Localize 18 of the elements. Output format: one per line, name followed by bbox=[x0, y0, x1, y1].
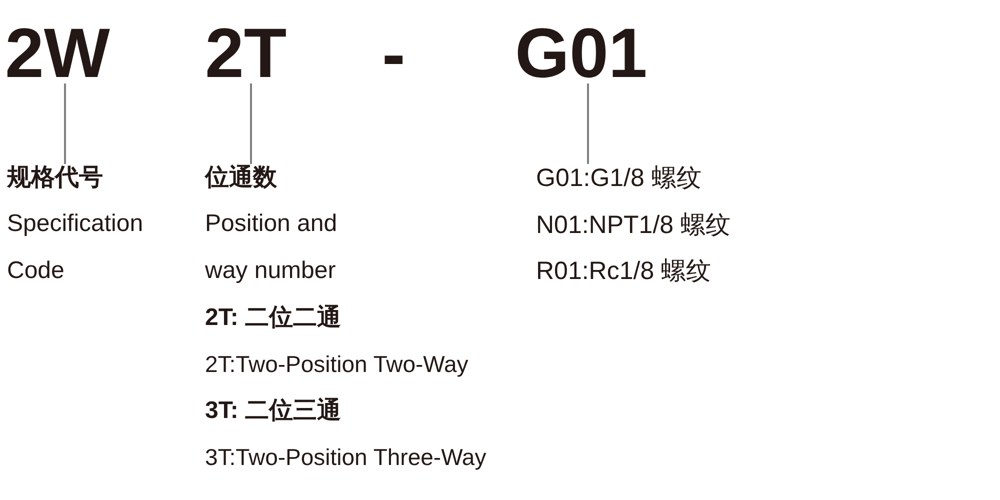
field-heading: 位通数 bbox=[205, 164, 277, 192]
leader-line bbox=[250, 84, 252, 164]
separator-dash: - bbox=[382, 42, 406, 66]
model-code-text: 2W bbox=[5, 24, 110, 84]
thread-option-text: R01:Rc1/8 螺纹 bbox=[536, 257, 712, 285]
option-heading: 2T: 二位二通 bbox=[205, 304, 342, 332]
field-description: Specification Code bbox=[7, 209, 144, 286]
leader-line bbox=[587, 84, 589, 164]
field-heading: 规格代号 bbox=[7, 164, 103, 192]
leader-line bbox=[64, 84, 66, 164]
option-heading: 3T: 二位三通 bbox=[205, 396, 342, 424]
model-code-text: 2T bbox=[205, 24, 287, 84]
option-description: 2T:Two-Position Two-Way bbox=[205, 350, 468, 378]
model-code-text: G01 bbox=[515, 24, 648, 84]
thread-option-text: G01:G1/8 螺纹 bbox=[536, 164, 702, 192]
field-description: Position and way number bbox=[205, 209, 338, 286]
option-description: 3T:Two-Position Three-Way bbox=[205, 443, 486, 471]
thread-option-text: N01:NPT1/8 螺纹 bbox=[536, 210, 731, 238]
